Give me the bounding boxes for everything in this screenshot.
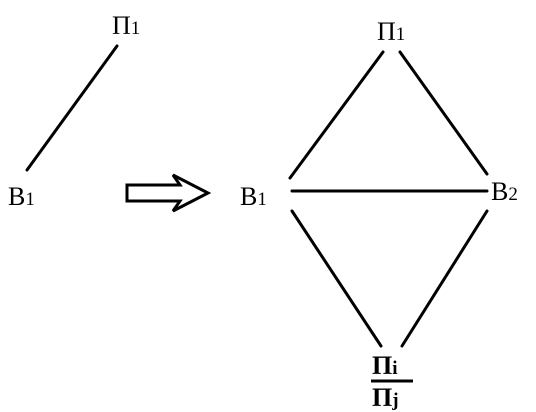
right-node-b2-sub: 2 <box>508 184 518 205</box>
right-node-pij-fraction: Πi Πj <box>371 351 413 412</box>
right-node-pj-base: Π <box>372 383 392 412</box>
left-node-p1-sub: 1 <box>131 18 141 39</box>
right-edge-b2-pij <box>400 209 489 348</box>
left-node-b1: B1 <box>8 182 35 211</box>
right-graph: Π1 B1 B2 Πi Πj <box>240 17 518 412</box>
right-node-pj-sub: j <box>391 390 398 411</box>
left-node-p1-base: Π <box>112 11 131 40</box>
right-edge-b1-pij <box>290 209 383 348</box>
left-node-b1-base: B <box>8 182 25 211</box>
left-node-b1-sub: 1 <box>25 189 35 210</box>
right-edge-p1-b2 <box>398 50 489 176</box>
right-node-pi: Πi <box>372 351 398 380</box>
right-edge-b1-p1 <box>288 50 385 180</box>
left-edge-b1-p1 <box>25 44 119 172</box>
right-node-b2-base: B <box>491 177 508 206</box>
right-node-p1: Π1 <box>377 17 405 46</box>
right-node-b1-sub: 1 <box>257 189 267 210</box>
right-node-b1-base: B <box>240 182 257 211</box>
arrow-outline <box>125 173 212 213</box>
right-node-p1-sub: 1 <box>396 24 406 45</box>
left-node-p1: Π1 <box>112 11 140 40</box>
right-node-b1: B1 <box>240 182 267 211</box>
right-node-pi-sub: i <box>392 358 397 379</box>
double-arrow-right-icon <box>125 173 212 213</box>
right-node-pi-base: Π <box>372 351 392 380</box>
right-node-p1-base: Π <box>377 17 396 46</box>
right-node-b2: B2 <box>491 177 518 206</box>
right-node-pj: Πj <box>372 383 399 412</box>
left-graph: Π1 B1 <box>8 11 140 211</box>
